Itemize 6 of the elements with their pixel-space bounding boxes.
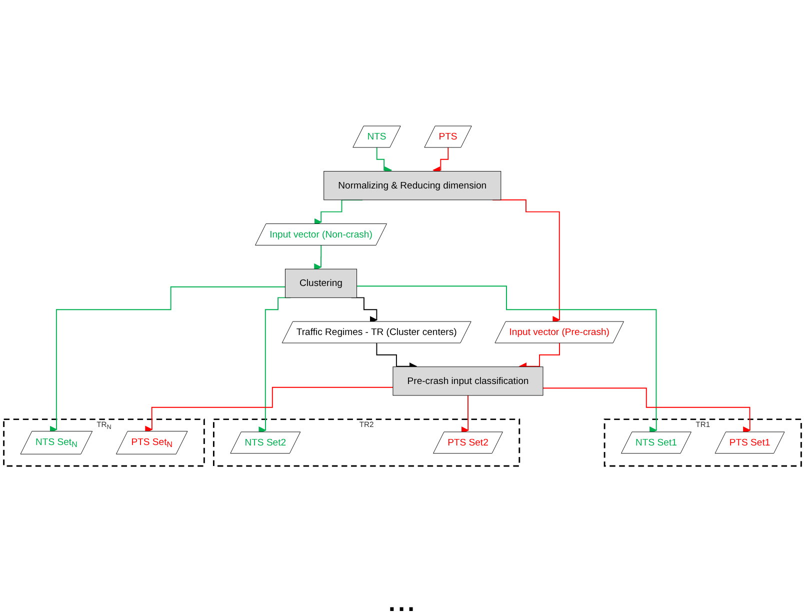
node-box: Pre-crash input classification	[392, 366, 544, 396]
arrow	[50, 286, 286, 434]
arrow	[145, 386, 394, 434]
node-box: Normalizing & Reducing dimension	[324, 171, 502, 200]
node-box: Clustering	[284, 268, 358, 298]
ellipsis: ...	[388, 592, 417, 616]
